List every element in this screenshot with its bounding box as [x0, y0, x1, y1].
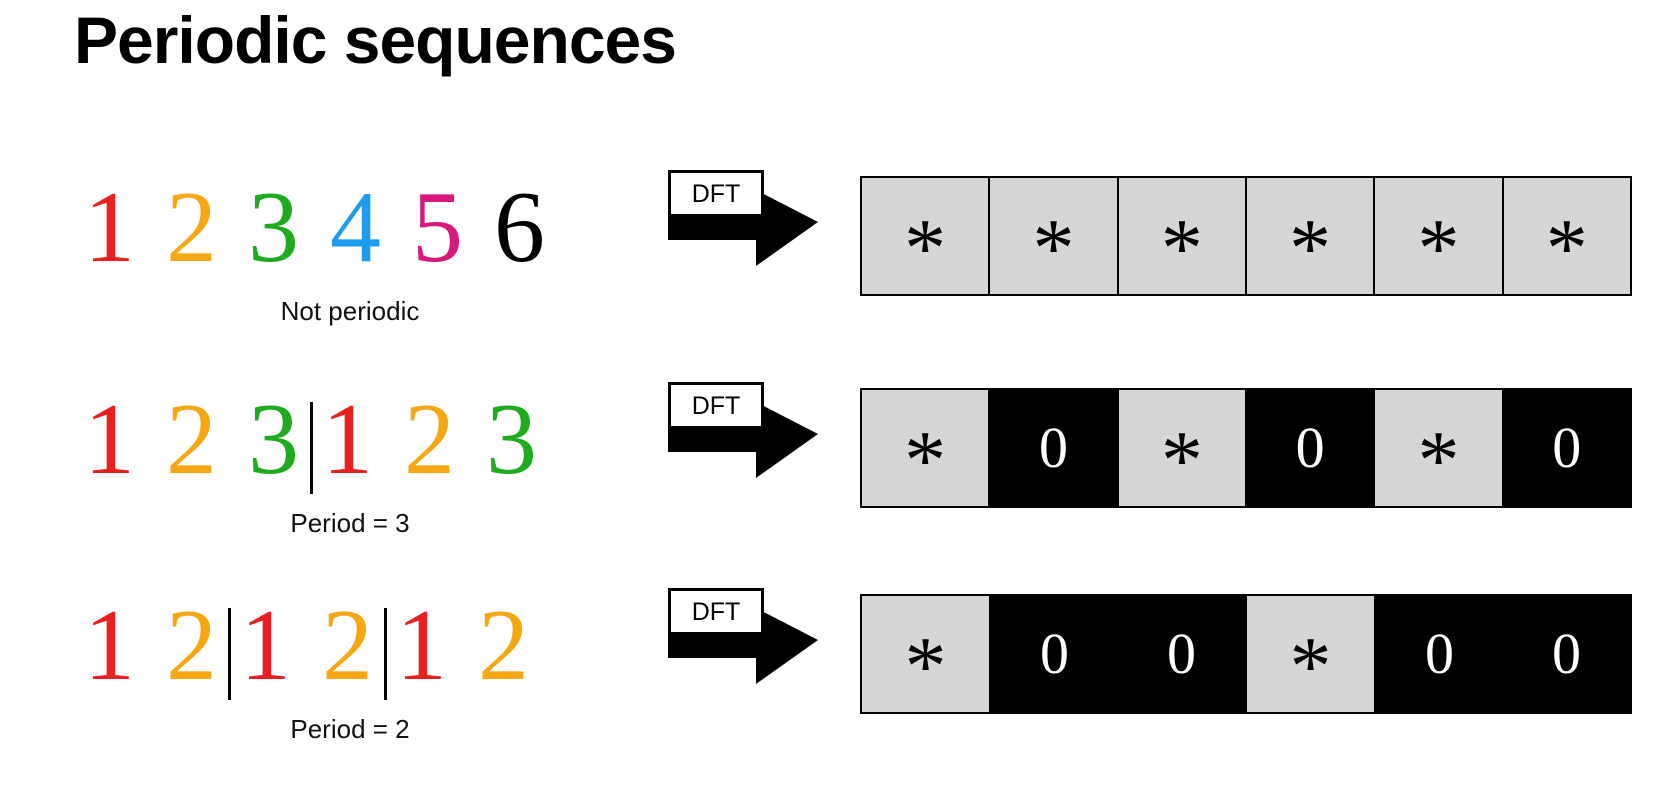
sequence-digit: 6 [494, 171, 545, 284]
sequence-digit: 1 [396, 589, 447, 702]
period-separator [384, 608, 387, 700]
dft-output: ****** [860, 176, 1632, 296]
dft-cell-nonzero: * [862, 596, 989, 712]
dft-output: *0*0*0 [860, 388, 1632, 508]
dft-cell-nonzero: * [1501, 178, 1630, 294]
arrow-shape [668, 170, 818, 266]
sequence-digit: 2 [166, 383, 217, 496]
dft-cell-zero: 0 [1374, 596, 1503, 712]
sequence-digit: 1 [240, 589, 291, 702]
dft-cell-zero: 0 [988, 390, 1117, 506]
sequence-digit: 2 [404, 383, 455, 496]
sequence-digit: 4 [330, 171, 381, 284]
dft-cell-zero: 0 [1244, 390, 1374, 506]
sequence-digit: 1 [84, 589, 135, 702]
sequence-caption: Period = 3 [290, 508, 410, 538]
page-title: Periodic sequences [74, 3, 677, 77]
sequence-digit: 3 [248, 383, 299, 496]
dft-cell-zero: 0 [989, 596, 1118, 712]
sequence-digit: 5 [412, 171, 463, 284]
sequence-caption: Period = 2 [290, 714, 410, 744]
dft-label: DFT [691, 598, 741, 626]
sequence-digit: 1 [84, 171, 135, 284]
dft-label: DFT [691, 392, 741, 420]
sequence-caption: Not periodic [280, 296, 420, 326]
sequence-digit: 2 [478, 589, 529, 702]
dft-cell-nonzero: * [1116, 390, 1245, 506]
dft-cell-zero: 0 [1503, 596, 1630, 712]
sequence-digit: 3 [248, 171, 299, 284]
dft-arrow-icon [668, 588, 820, 692]
sequence-digit: 3 [486, 383, 537, 496]
dft-cell-nonzero: * [1116, 178, 1245, 294]
dft-cell-nonzero: * [1373, 178, 1502, 294]
arrow-shape [668, 382, 818, 478]
dft-cell-nonzero: * [1245, 596, 1374, 712]
dft-arrow-icon [668, 382, 820, 486]
sequence-digit: 1 [84, 383, 135, 496]
dft-cell-zero: 0 [1118, 596, 1245, 712]
dft-cell-nonzero: * [988, 178, 1117, 294]
dft-cell-zero: 0 [1501, 390, 1630, 506]
dft-cell-nonzero: * [862, 178, 989, 294]
dft-cell-nonzero: * [862, 390, 989, 506]
period-separator [228, 608, 231, 700]
sequence-digit: 2 [166, 171, 217, 284]
period-separator [310, 402, 313, 494]
dft-arrow-icon [668, 170, 820, 274]
sequence-digit: 2 [322, 589, 373, 702]
arrow-shape [668, 588, 818, 684]
dft-label: DFT [691, 180, 741, 208]
sequence-digit: 1 [322, 383, 373, 496]
sequence-digit: 2 [166, 589, 217, 702]
dft-cell-nonzero: * [1244, 178, 1374, 294]
dft-cell-nonzero: * [1373, 390, 1502, 506]
